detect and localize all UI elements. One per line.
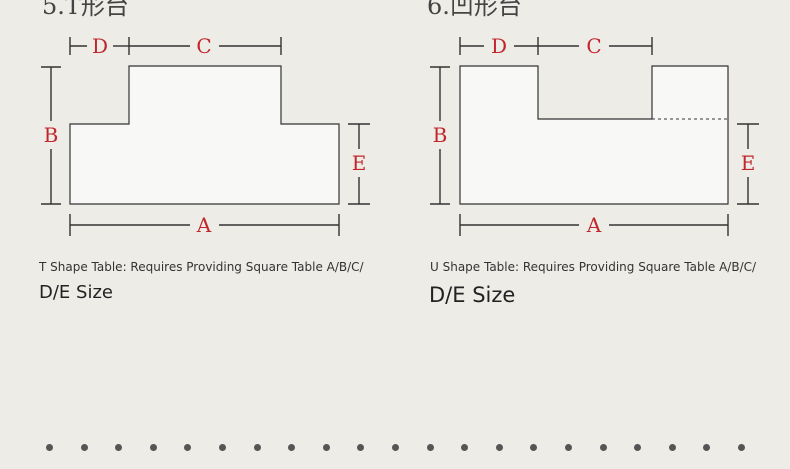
u-shape-title: 6.凹形台 <box>427 0 522 20</box>
u-caption-line1: U Shape Table: Requires Providing Square… <box>430 260 757 274</box>
u-label-a: A <box>586 213 602 237</box>
t-shape-title: 5.T形台 <box>42 0 129 20</box>
u-shape-panel: 6.凹形台 D C B E A U Shape Table: Require <box>395 0 790 330</box>
pagination-dot[interactable] <box>80 444 88 451</box>
pagination-dot[interactable] <box>322 444 330 451</box>
t-caption-line1: T Shape Table: Requires Providing Square… <box>39 260 364 274</box>
u-caption-line2: D/E Size <box>429 283 516 307</box>
u-shape-diagram: D C B E A <box>430 34 759 237</box>
u-label-b: B <box>433 123 448 147</box>
pagination-dot[interactable] <box>219 444 226 451</box>
u-label-e: E <box>741 151 756 175</box>
pagination-dot[interactable] <box>357 444 365 451</box>
pagination-dot[interactable] <box>495 444 503 451</box>
pagination-dots <box>0 441 790 455</box>
t-label-e: E <box>352 151 367 175</box>
pagination-dot[interactable] <box>392 444 399 451</box>
pagination-dot[interactable] <box>634 444 642 451</box>
pagination-dot[interactable] <box>253 444 261 451</box>
t-label-d: D <box>92 34 108 58</box>
t-label-b: B <box>44 123 59 147</box>
u-label-d: D <box>491 34 507 58</box>
t-label-a: A <box>196 213 212 237</box>
t-shape-panel: 5.T形台 D C B E A T Shape Table: Requires … <box>0 0 395 330</box>
pagination-dot[interactable] <box>703 444 711 451</box>
pagination-dot[interactable] <box>738 444 745 451</box>
pagination-dot[interactable] <box>426 444 434 451</box>
pagination-dot[interactable] <box>565 444 572 451</box>
t-label-c: C <box>196 34 211 58</box>
t-caption-line2: D/E Size <box>39 282 113 303</box>
pagination-dot[interactable] <box>599 444 607 451</box>
pagination-dot[interactable] <box>288 444 296 451</box>
pagination-dot[interactable] <box>115 444 123 451</box>
u-shape-outline <box>459 65 729 205</box>
t-shape-diagram: D C B E A <box>41 34 370 237</box>
t-shape-outline <box>69 65 340 205</box>
pagination-dot[interactable] <box>461 444 469 451</box>
pagination-dot[interactable] <box>46 444 53 451</box>
pagination-dot[interactable] <box>668 444 676 451</box>
pagination-dot[interactable] <box>530 444 538 451</box>
pagination-dot[interactable] <box>184 444 192 451</box>
pagination-dot[interactable] <box>149 444 157 451</box>
u-label-c: C <box>586 34 601 58</box>
